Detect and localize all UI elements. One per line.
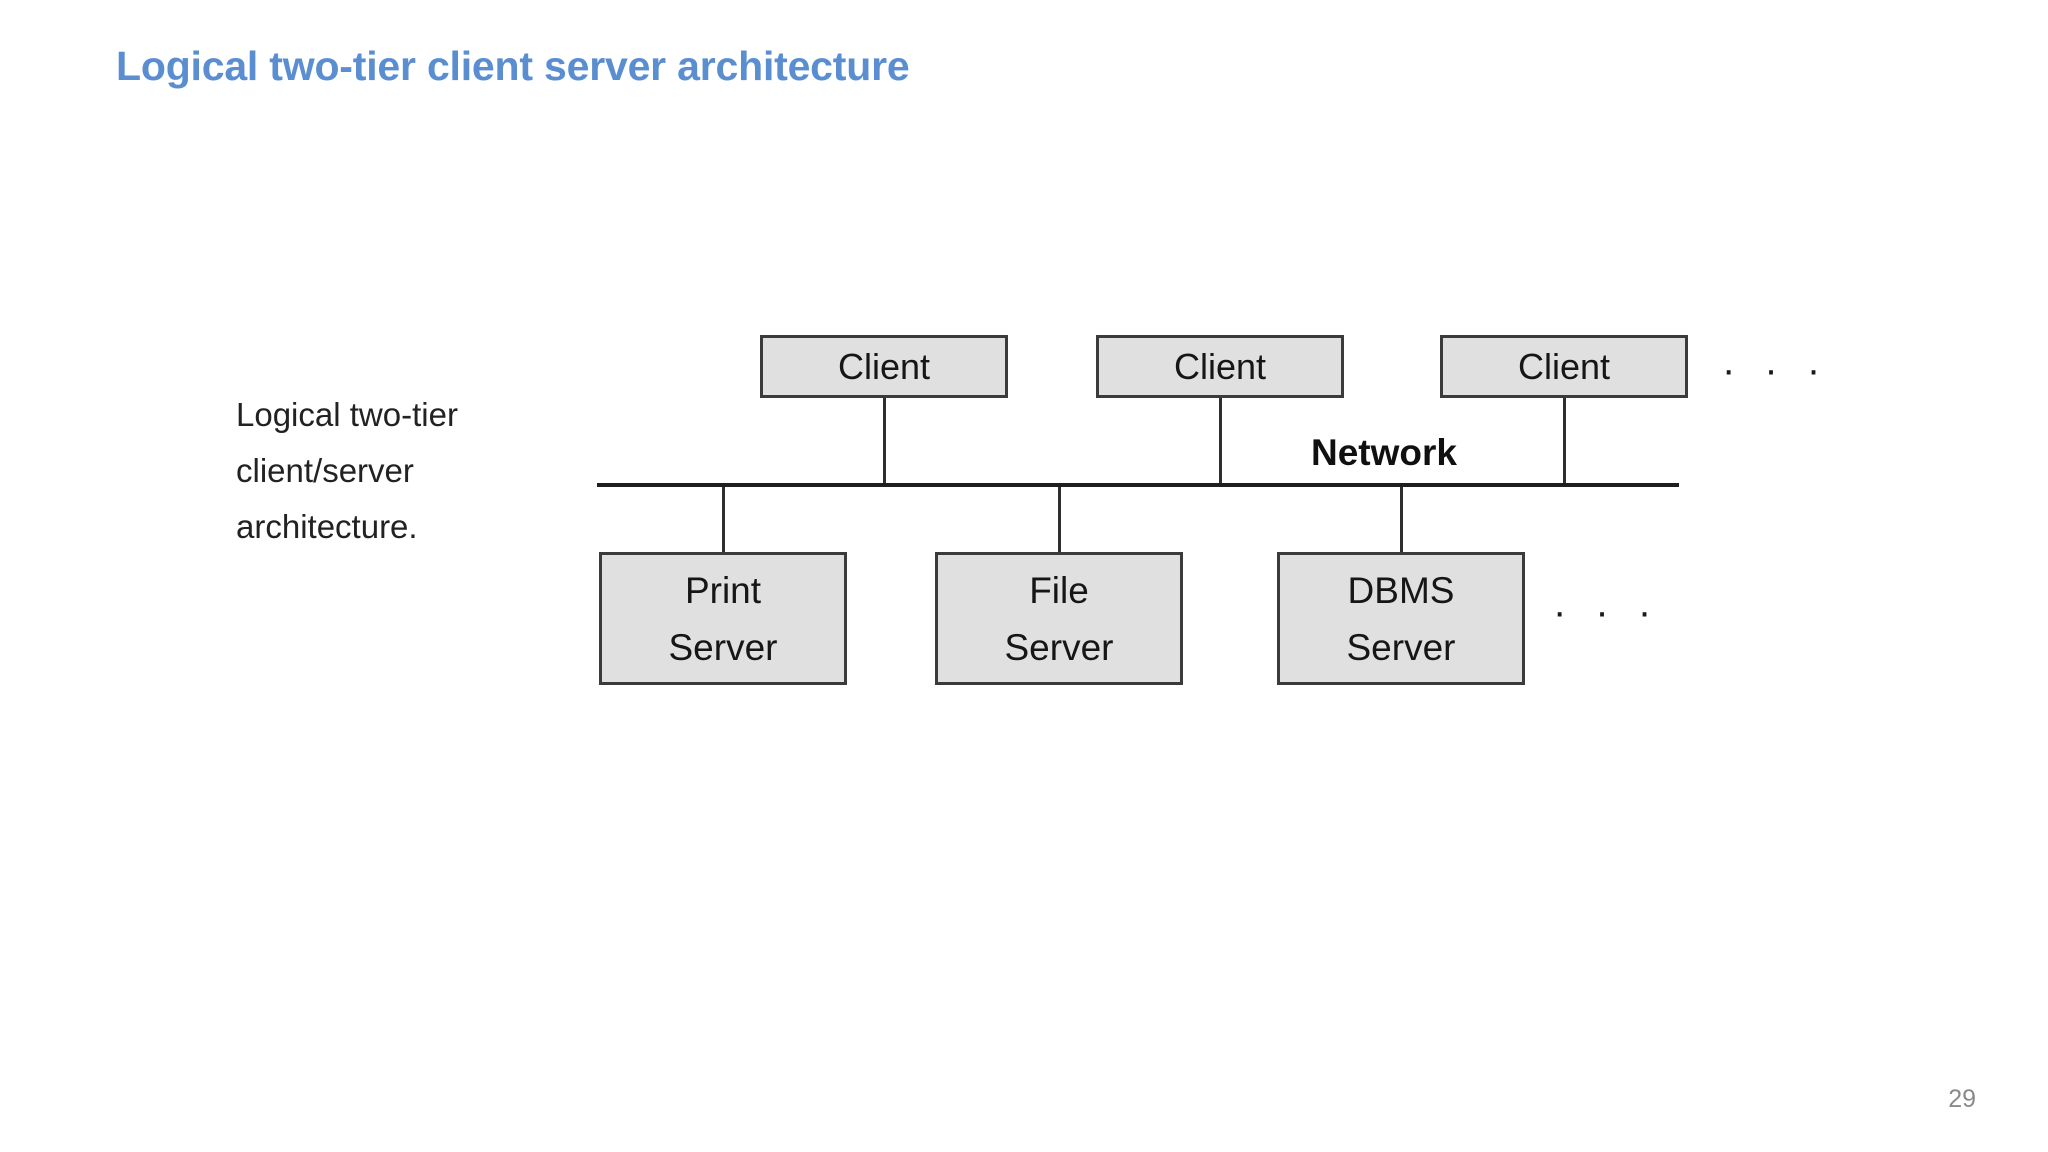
figure-caption-line-3: architecture. bbox=[236, 508, 418, 545]
client-node-3: Client bbox=[1440, 335, 1688, 398]
client-node-3-label: Client bbox=[1517, 346, 1611, 387]
figure-caption-line-1: Logical two-tier bbox=[236, 396, 458, 433]
page-number: 29 bbox=[1948, 1085, 1976, 1113]
client-node-2: Client bbox=[1096, 335, 1344, 398]
connector-server-1 bbox=[722, 487, 725, 552]
file-server-node: File Server bbox=[935, 552, 1183, 685]
connector-client-1 bbox=[883, 398, 886, 485]
page-title: Logical two-tier client server architect… bbox=[116, 43, 910, 89]
dbms-server-label-line-1: DBMS bbox=[1347, 569, 1455, 611]
client-node-1: Client bbox=[760, 335, 1008, 398]
dbms-server-node: DBMS Server bbox=[1277, 552, 1525, 685]
network-label: Network bbox=[1311, 432, 1457, 473]
network-bus-line bbox=[597, 483, 1679, 487]
connector-server-2 bbox=[1058, 487, 1061, 552]
client-node-1-label: Client bbox=[837, 346, 931, 387]
connector-client-2 bbox=[1219, 398, 1222, 485]
figure-caption-line-2: client/server bbox=[236, 452, 414, 489]
print-server-label-line-2: Server bbox=[668, 626, 778, 668]
server-ellipsis: · · · bbox=[1553, 590, 1661, 634]
print-server-label-line-1: Print bbox=[684, 569, 762, 611]
print-server-node: Print Server bbox=[599, 552, 847, 685]
dbms-server-label-line-2: Server bbox=[1346, 626, 1456, 668]
figure-caption: Logical two-tier client/server architect… bbox=[236, 387, 556, 555]
client-node-2-label: Client bbox=[1173, 346, 1267, 387]
client-ellipsis: · · · bbox=[1722, 348, 1830, 392]
file-server-label-line-2: Server bbox=[1004, 626, 1114, 668]
file-server-label-line-1: File bbox=[1029, 569, 1089, 611]
connector-client-3 bbox=[1563, 398, 1566, 485]
connector-server-3 bbox=[1400, 487, 1403, 552]
